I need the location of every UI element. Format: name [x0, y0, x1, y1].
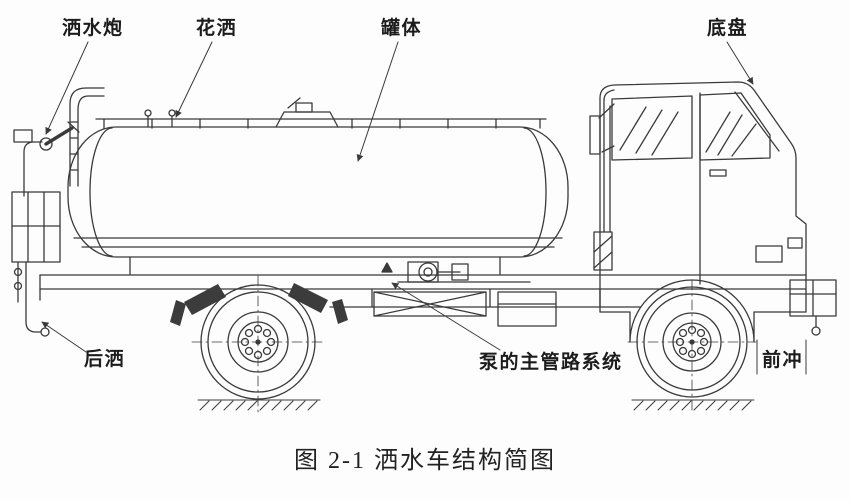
- rear-spray-assembly: [13, 261, 50, 337]
- ground-hatching: [197, 399, 755, 411]
- label-tank-body: 罐体: [381, 18, 423, 39]
- front-bumper: [789, 279, 837, 317]
- label-chassis: 底盘: [707, 18, 749, 39]
- flower-sprinkler-heads: [144, 109, 176, 128]
- rear-fender: [170, 283, 348, 326]
- rear-platform: [11, 191, 61, 263]
- exhaust-stack: [593, 89, 615, 271]
- label-pump-main-pipeline: 泵的主管路系统: [479, 352, 623, 373]
- water-cannon-shape: [13, 121, 80, 197]
- rear-wheel: [191, 275, 325, 415]
- label-water-cannon: 洒水炮: [62, 18, 124, 39]
- front-wheel: [627, 279, 757, 415]
- pump-pipeline-assembly: [381, 261, 531, 283]
- figure-caption: 图 2-1 洒水车结构简图: [294, 448, 556, 474]
- label-rear-spray: 后洒: [84, 349, 126, 370]
- tank-body-shape: [67, 126, 569, 275]
- leader-lines: [41, 41, 807, 375]
- label-flower-sprinkler: 花洒: [196, 18, 238, 39]
- label-front-flush: 前冲: [762, 350, 804, 371]
- top-railing: [95, 118, 547, 129]
- rear-ladder: [69, 87, 105, 187]
- cab: [599, 81, 807, 343]
- front-flush-nozzle: [811, 315, 821, 336]
- manhole-hatch: [275, 97, 339, 128]
